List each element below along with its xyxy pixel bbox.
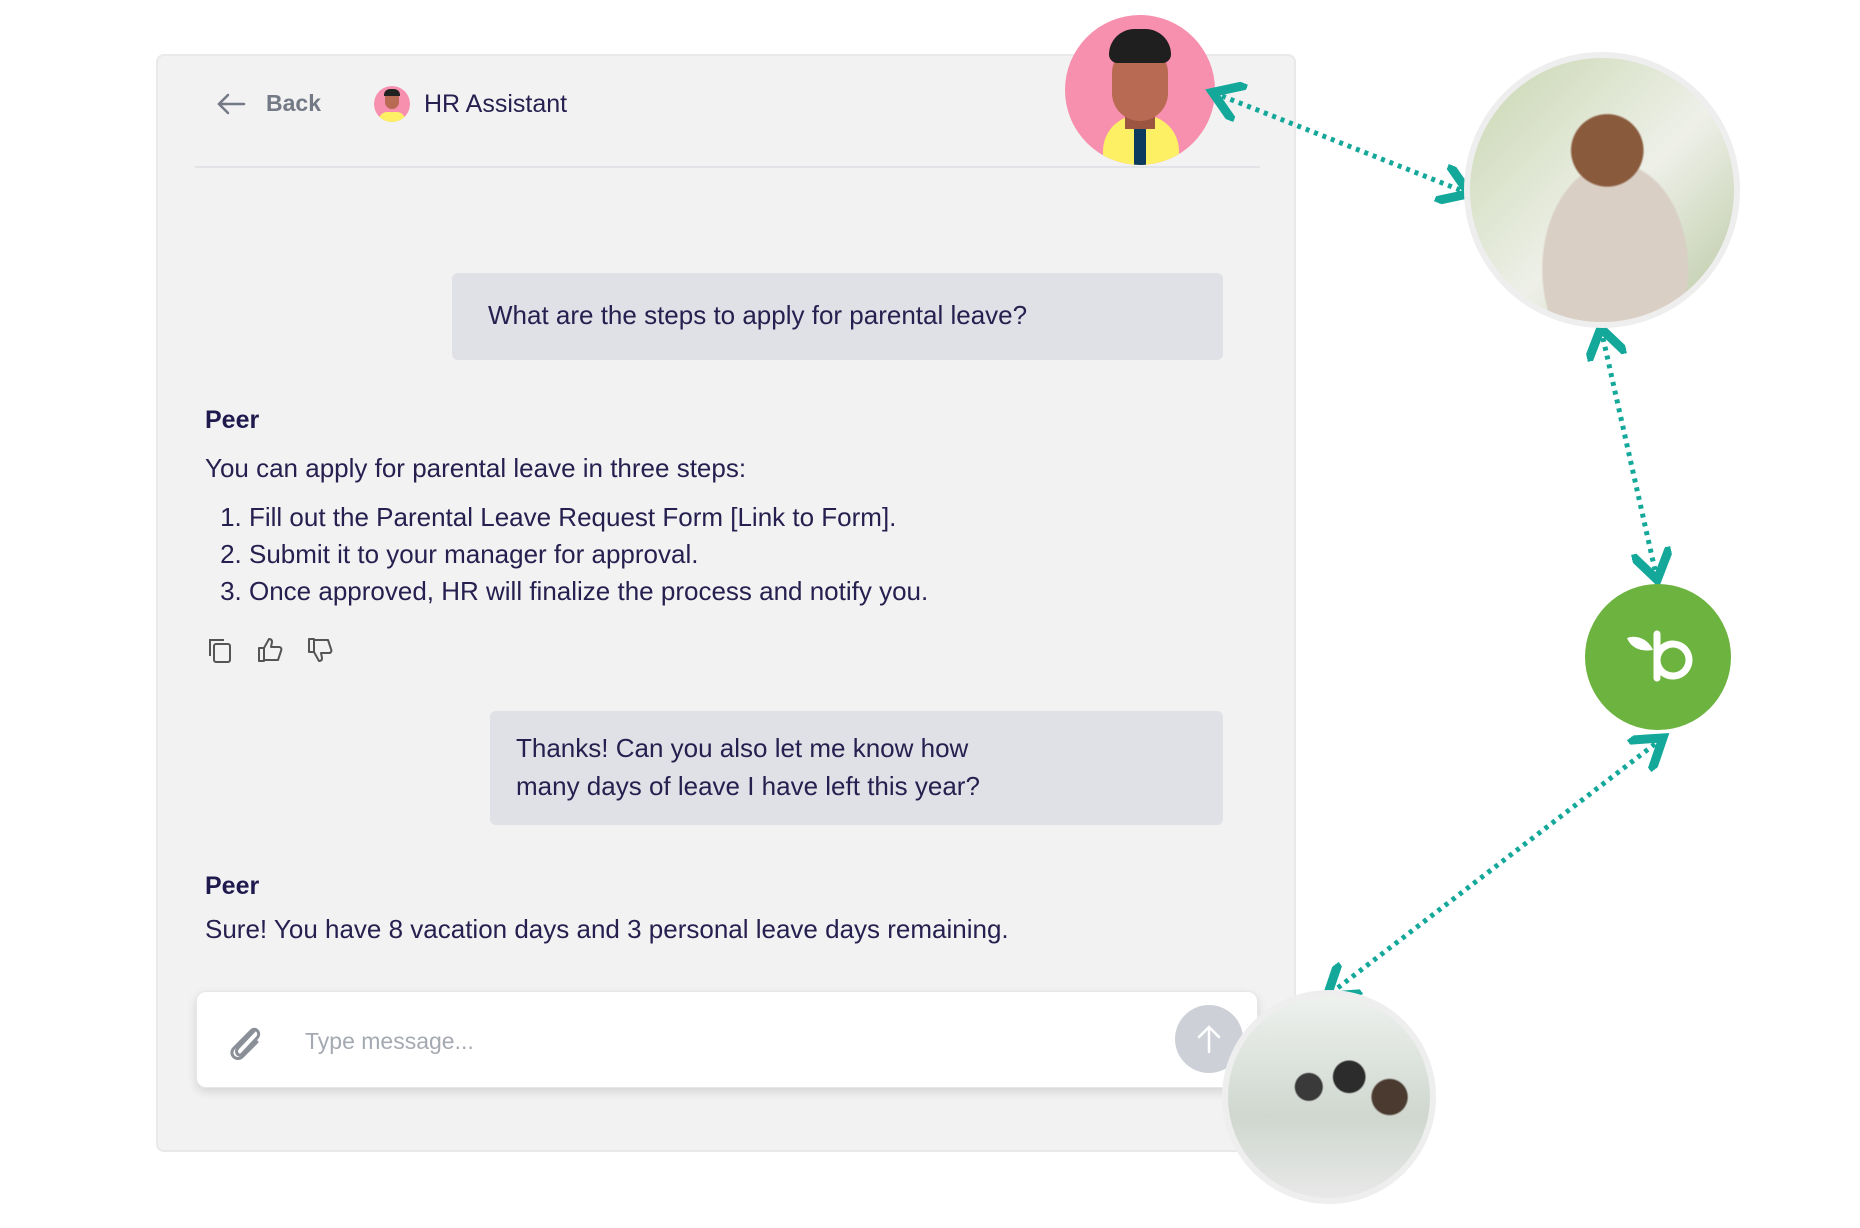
employee-photo <box>1464 52 1740 328</box>
step-item: Once approved, HR will finalize the proc… <box>249 573 1205 610</box>
paperclip-icon[interactable] <box>225 1020 265 1062</box>
back-label: Back <box>266 90 321 116</box>
arrow-left-icon <box>217 93 246 114</box>
chat-header: HR Assistant <box>374 86 567 122</box>
chat-panel <box>156 54 1296 1152</box>
message-input[interactable] <box>303 1020 1107 1062</box>
hr-assistant-avatar-large <box>1065 15 1215 165</box>
step-item: Submit it to your manager for approval. <box>249 536 1205 573</box>
sender-name: Peer <box>205 872 260 900</box>
thumbs-up-icon[interactable] <box>256 636 284 664</box>
header-divider <box>195 166 1260 168</box>
user-message: Thanks! Can you also let me know how man… <box>490 711 1223 825</box>
arrow-employee-bamboo <box>1603 338 1655 570</box>
user-message: What are the steps to apply for parental… <box>452 273 1223 360</box>
bamboohr-logo-icon <box>1627 630 1693 682</box>
assistant-message: You can apply for parental leave in thre… <box>205 450 1205 610</box>
sender-name: Peer <box>205 406 260 434</box>
user-message-line: Thanks! Can you also let me know how <box>516 733 969 763</box>
arrow-avatar-employee <box>1222 96 1460 190</box>
thumbs-down-icon[interactable] <box>306 636 334 664</box>
user-message-text: What are the steps to apply for parental… <box>488 300 1028 330</box>
message-composer <box>196 991 1258 1088</box>
team-photo <box>1222 990 1436 1204</box>
assistant-message-text: Sure! You have 8 vacation days and 3 per… <box>205 914 1009 944</box>
user-message-line: many days of leave I have left this year… <box>516 771 980 801</box>
arrow-bamboo-team <box>1335 744 1655 990</box>
arrow-up-icon <box>1197 1025 1221 1054</box>
back-button[interactable]: Back <box>216 90 321 117</box>
assistant-avatar <box>374 86 410 122</box>
assistant-intro: You can apply for parental leave in thre… <box>205 453 747 483</box>
message-actions <box>206 636 334 664</box>
copy-icon[interactable] <box>206 636 234 664</box>
step-item: Fill out the Parental Leave Request Form… <box>249 499 1205 536</box>
bamboohr-logo <box>1585 584 1731 730</box>
page-title: HR Assistant <box>424 89 568 118</box>
